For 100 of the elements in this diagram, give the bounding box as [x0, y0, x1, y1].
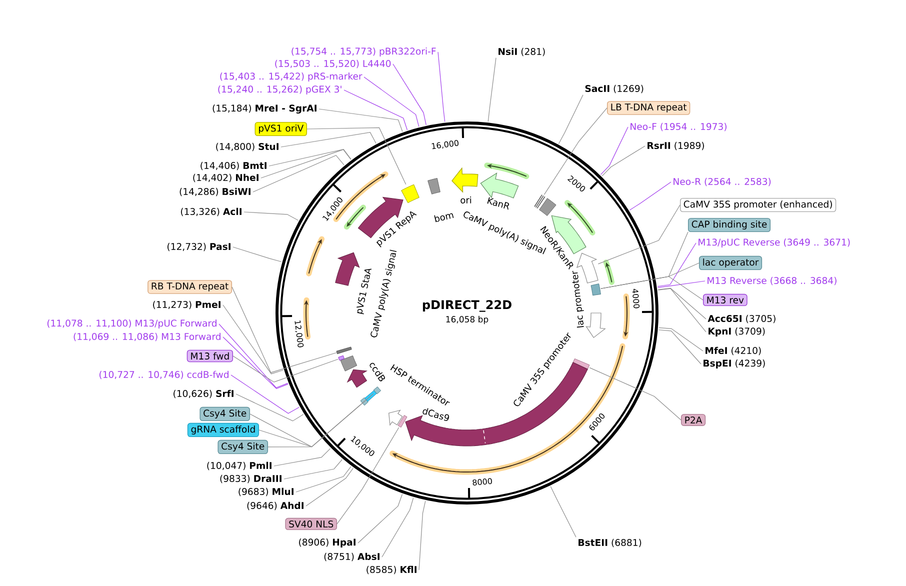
site-label: (14,800) StuI [216, 142, 278, 152]
feature-label: CaMV 35S promoter (enhanced) [680, 198, 836, 212]
leader-line [222, 304, 284, 374]
leader-line [260, 149, 352, 178]
site-label: (11,273) PmeI [153, 300, 220, 310]
site-label: (9683) MluI [238, 488, 294, 496]
leader-line [558, 94, 584, 144]
leader-line [382, 498, 414, 558]
leader-line [236, 394, 304, 422]
leader-line [344, 90, 408, 130]
primer-label: (11,078 .. 11,100) M13/pUC Forward [47, 319, 216, 328]
primer-label: M13 Reverse (3668 .. 3684) [708, 276, 836, 286]
feature-label: pVS1 oriV [254, 122, 307, 136]
leader-line [232, 286, 337, 373]
leader-line [544, 108, 608, 195]
leader-line [629, 182, 672, 210]
feature-bar [338, 355, 344, 361]
leader-line [658, 280, 706, 288]
tick-label: 4000 [632, 288, 640, 308]
site-label: (15,184) MreI - SgrAI [212, 104, 316, 114]
leader-line [244, 212, 299, 221]
leader-line [232, 356, 338, 382]
leader-line [658, 327, 704, 352]
plasmid-name: pDIRECT_22D [422, 300, 512, 312]
leader-line [296, 466, 352, 492]
site-label: MfeI (4210) [706, 346, 761, 356]
primer-label: (15,403 .. 15,422) pRS-marker [220, 72, 362, 82]
leader-line [438, 52, 446, 122]
site-label: SacII (1269) [585, 84, 644, 94]
site-label: (10,626) SrfI [174, 390, 234, 398]
site-label: (8906) HpaI [299, 538, 356, 548]
primer-label: (15,503 .. 15,520) L4440 [275, 60, 391, 68]
feature-label: KanR [487, 197, 509, 210]
feature-label: Csy4 Site [200, 406, 250, 422]
leader-line [306, 127, 406, 185]
feature-label: CaMV poly(A) signal [370, 250, 397, 338]
feature-bar [373, 386, 382, 394]
feature-label: lac operator [699, 256, 762, 270]
feature-label: M13 rev [703, 294, 748, 306]
feature-label: ori [460, 196, 472, 204]
feature-bar [398, 415, 408, 428]
leader-line [230, 374, 300, 414]
leader-line [600, 276, 704, 300]
leader-line [488, 58, 496, 122]
feature-label: CAP binding site [688, 218, 771, 232]
tick-label: 16,000 [432, 140, 458, 150]
site-label: (14,406) BmtI [200, 162, 266, 170]
leader-line [658, 288, 706, 320]
primer-label: M13/pUC Reverse (3649 .. 3671) [698, 238, 850, 248]
site-label: (13,326) AclI [181, 208, 242, 216]
leader-line [658, 288, 706, 332]
primer-label: (10,727 .. 10,746) ccdB-fwd [100, 370, 228, 380]
plasmid-length: 16,058 bp [446, 316, 488, 324]
leader-line [268, 149, 352, 166]
site-label: (12,732) PasI [168, 242, 230, 252]
tick-label: 12,000 [294, 320, 304, 348]
site-label: KpnI (3709) [708, 328, 765, 336]
tick-label: 8000 [472, 478, 492, 486]
feature-label: RB T-DNA repeat [148, 280, 232, 294]
feature-label: bom [434, 213, 454, 222]
primer-label: (15,754 .. 15,773) pBR322ori-F [292, 47, 436, 56]
site-label: Acc65I (3705) [708, 314, 776, 324]
site-label: (10,047) PmlI [207, 462, 272, 470]
leader-line [274, 448, 331, 466]
leader-line [358, 494, 403, 544]
feature-label: M13 fwd [186, 350, 233, 362]
leader-line [364, 76, 420, 127]
site-label: (9646) AhdI [247, 502, 304, 510]
feature-bar [572, 358, 590, 370]
site-label: (8585) KflI [366, 566, 416, 574]
leader-line [306, 468, 354, 506]
leader-line [222, 336, 288, 389]
site-label: (9833) DraIII [220, 474, 282, 484]
leader-line [598, 204, 680, 264]
leader-line [218, 324, 288, 388]
leader-line [589, 367, 682, 420]
primer-label: (15,240 .. 15,262) pGEX 3' [218, 86, 342, 94]
leader-line [232, 246, 282, 262]
feature-label: dCas9 [422, 408, 450, 421]
feature-bar [336, 346, 352, 354]
feature-box [401, 184, 420, 204]
leader-line [280, 132, 376, 148]
feature-label: Csy4 Site [218, 440, 268, 454]
site-label: (14,286) BsiWI [180, 188, 250, 196]
primer-label: Neo-F (1954 .. 1973) [630, 122, 726, 132]
feature-bar [534, 194, 546, 209]
site-label: (14,402) NheI [193, 174, 258, 182]
leader-line [336, 427, 400, 524]
feature-label: P2A [681, 414, 706, 426]
feature-label: gRNA scaffold [187, 422, 259, 438]
feature-label: SV40 NLS [285, 518, 337, 530]
leader-line [600, 126, 628, 175]
primer-label: Neo-R (2564 .. 2583) [674, 178, 771, 186]
site-label: RsrII (1989) [648, 142, 704, 150]
leader-line [268, 393, 374, 448]
leader-line [418, 500, 426, 570]
leader-line [258, 400, 365, 448]
leader-line [252, 154, 344, 192]
site-label: BspEI (4239) [704, 360, 765, 368]
leader-line [602, 146, 646, 176]
